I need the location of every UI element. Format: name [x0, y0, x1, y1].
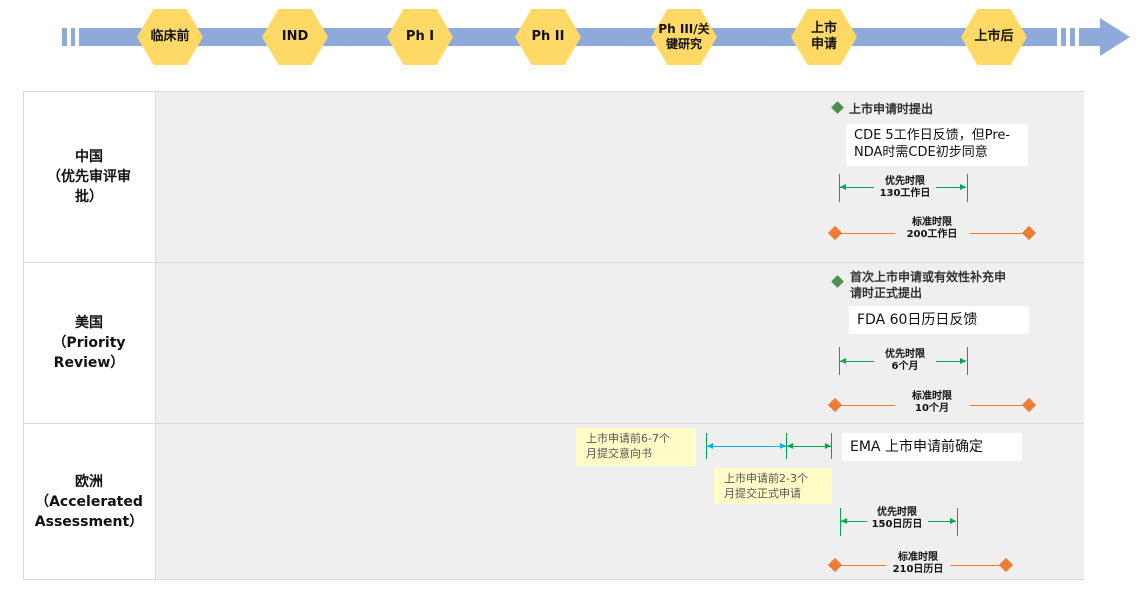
standard-line	[840, 405, 895, 406]
phase-ind: IND	[262, 9, 328, 65]
us-standard-label: 标准时限 10个月	[912, 391, 952, 414]
arrow-left-icon	[707, 443, 713, 449]
timeline-dash	[75, 28, 79, 46]
priority-line	[840, 361, 874, 362]
eu-priority-label: 优先时限 150日历日	[871, 507, 923, 530]
arrow-right-icon	[960, 184, 966, 190]
priority-line	[928, 521, 956, 522]
phase-ph2: Ph II	[515, 9, 581, 65]
row-header-eu: 欧洲 （Accelerated Assessment）	[23, 424, 156, 579]
eu-formal-span	[787, 446, 831, 447]
eu-feedback: EMA 上市申请前确定	[842, 433, 1022, 461]
eu-formal-note: 上市申请前2-3个 月提交正式申请	[714, 468, 832, 504]
priority-line	[841, 521, 867, 522]
priority-end-tick	[957, 508, 958, 536]
row-body-us	[156, 263, 1084, 423]
row-header-china: 中国 （优先审评审 批）	[23, 92, 156, 262]
eu-tick	[786, 433, 787, 459]
phase-ph1: Ph I	[387, 9, 453, 65]
timeline-arrowhead	[1100, 18, 1130, 56]
eu-intent-note: 上市申请前6-7个 月提交意向书	[576, 428, 696, 466]
arrow-right-icon	[780, 443, 786, 449]
china-priority-label: 优先时限 130工作日	[879, 176, 931, 199]
phase-ph3: Ph III/关 键研究	[651, 9, 717, 65]
priority-end-tick	[967, 347, 968, 375]
row-divider	[23, 262, 1084, 263]
eu-standard-label: 标准时限 210日历日	[892, 552, 944, 575]
timeline-bar	[62, 28, 1102, 46]
arrow-right-icon	[960, 358, 966, 364]
phase-nda: 上市 申请	[791, 9, 857, 65]
timeline-dash	[1057, 28, 1061, 46]
timeline-dash	[67, 28, 71, 46]
standard-line	[840, 233, 895, 234]
arrow-right-icon	[825, 443, 831, 449]
china-feedback: CDE 5工作日反馈，但Pre- NDA时需CDE初步同意	[846, 124, 1028, 166]
phase-preclinical: 临床前	[137, 9, 203, 65]
arrow-right-icon	[950, 518, 956, 524]
priority-start-tick	[840, 508, 841, 536]
us-submission: 首次上市申请或有效性补充申 请时正式提出	[850, 270, 1007, 300]
standard-line	[970, 405, 1024, 406]
arrow-left-icon	[840, 358, 846, 364]
timeline-dash	[1075, 28, 1079, 46]
eu-tick	[706, 433, 707, 459]
us-feedback: FDA 60日历日反馈	[849, 306, 1029, 334]
phase-post-market: 上市后	[961, 9, 1027, 65]
eu-intent-span	[707, 446, 786, 447]
priority-start-tick	[839, 174, 840, 202]
china-submission: 上市申请时提出	[849, 102, 934, 116]
china-standard-label: 标准时限 200工作日	[906, 217, 958, 240]
timeline-dash	[1066, 28, 1070, 46]
us-priority-label: 优先时限 6个月	[885, 349, 925, 372]
row-header-us: 美国 （Priority Review）	[23, 263, 156, 423]
eu-tick	[831, 433, 832, 459]
arrow-left-icon	[787, 443, 793, 449]
priority-start-tick	[839, 347, 840, 375]
arrow-left-icon	[840, 184, 846, 190]
standard-line	[970, 233, 1024, 234]
standard-line	[950, 565, 1001, 566]
priority-line	[936, 361, 966, 362]
row-body-china	[156, 92, 1084, 262]
priority-end-tick	[967, 174, 968, 202]
priority-line	[840, 187, 874, 188]
standard-line	[840, 565, 886, 566]
arrow-left-icon	[841, 518, 847, 524]
priority-line	[936, 187, 966, 188]
row-divider	[23, 423, 1084, 424]
